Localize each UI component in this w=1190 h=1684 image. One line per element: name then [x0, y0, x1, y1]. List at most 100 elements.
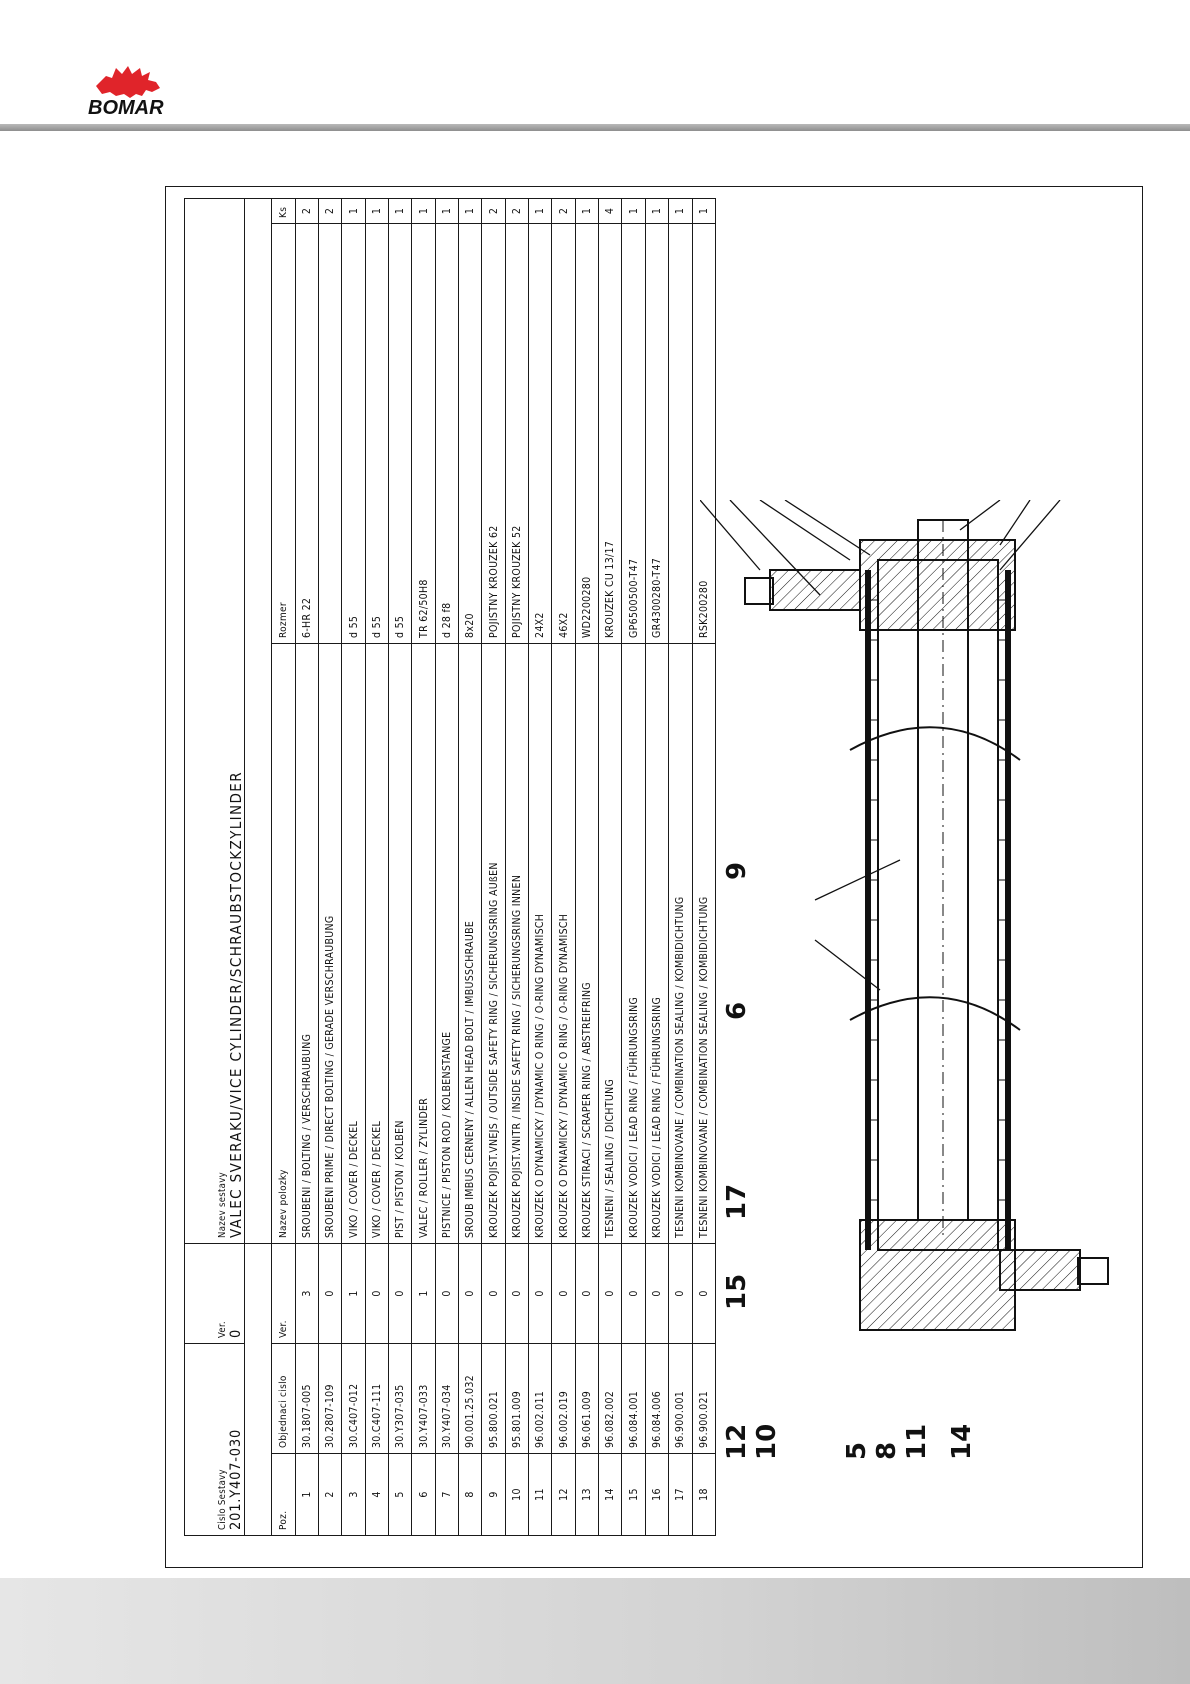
cell-name: SROUBENI PRIME / DIRECT BOLTING / GERADE…	[318, 643, 342, 1244]
cell-order: 90.001.25.032	[458, 1343, 482, 1454]
assembly-ver-label: Ver.	[216, 1321, 228, 1338]
callout-5: 5	[842, 1442, 872, 1460]
cell-pos: 14	[598, 1453, 622, 1536]
cell-order: 96.061.009	[575, 1343, 599, 1454]
cell-pos: 13	[575, 1453, 599, 1536]
assembly-name: VALEC SVERAKU/VICE CYLINDER/SCHRAUBSTOCK…	[226, 770, 245, 1238]
cell-size: TR 62/50H8	[411, 223, 436, 644]
cell-ver: 1	[411, 1243, 436, 1344]
callout-9: 9	[722, 862, 752, 880]
callout-15: 15	[722, 1274, 752, 1310]
cell-size	[318, 223, 342, 644]
cell-size: GP6500500-T47	[621, 223, 646, 644]
cell-name: SROUB IMBUS CERNENY / ALLEN HEAD BOLT / …	[458, 643, 482, 1244]
cell-qty: 1	[411, 198, 436, 224]
cell-name: KROUZEK POJIST.VNITR / INSIDE SAFETY RIN…	[505, 643, 529, 1244]
cell-qty: 1	[341, 198, 366, 224]
cell-order: 30.Y407-034	[435, 1343, 459, 1454]
cell-ver: 0	[365, 1243, 389, 1344]
cell-qty: 2	[318, 198, 342, 224]
cell-qty: 4	[598, 198, 622, 224]
cell-name: VIKO / COVER / DECKEL	[341, 643, 366, 1244]
callout-11: 11	[902, 1424, 932, 1460]
cell-size: POJISTNY KROUZEK 52	[505, 223, 529, 644]
col-pos: Poz.	[271, 1453, 296, 1536]
cell-qty: 2	[295, 198, 319, 224]
cell-ver: 0	[528, 1243, 552, 1344]
cell-qty: 1	[388, 198, 412, 224]
cell-qty: 1	[435, 198, 459, 224]
cell-ver: 3	[295, 1243, 319, 1344]
cell-name: TESNENI / SEALING / DICHTUNG	[598, 643, 622, 1244]
cell-pos: 8	[458, 1453, 482, 1536]
cell-size: d 55	[341, 223, 366, 644]
callout-10: 10	[752, 1424, 782, 1460]
callout-6: 6	[722, 1002, 752, 1020]
cell-ver: 0	[388, 1243, 412, 1344]
cell-ver: 0	[645, 1243, 669, 1344]
assembly-number-label: Cislo Sestavy	[216, 1469, 228, 1530]
drawing-sheet-frame	[165, 186, 1143, 1568]
cell-pos: 12	[551, 1453, 576, 1536]
cell-name: KROUZEK VODICI / LEAD RING / FÜHRUNGSRIN…	[621, 643, 646, 1244]
cell-ver: 0	[458, 1243, 482, 1344]
cell-ver: 0	[668, 1243, 692, 1344]
cell-pos: 10	[505, 1453, 529, 1536]
cell-name: KROUZEK O DYNAMICKY / DYNAMIC O RING / O…	[551, 643, 576, 1244]
cell-order: 30.1807-005	[295, 1343, 319, 1454]
cell-name: TESNENI KOMBINOVANE / COMBINATION SEALIN…	[668, 643, 692, 1244]
cell-pos: 16	[645, 1453, 669, 1536]
cell-name: KROUZEK VODICI / LEAD RING / FÜHRUNGSRIN…	[645, 643, 669, 1244]
cell-name: KROUZEK O DYNAMICKY / DYNAMIC O RING / O…	[528, 643, 552, 1244]
cell-order: 96.084.006	[645, 1343, 669, 1454]
col-order: Objednaci cislo	[271, 1343, 296, 1454]
cell-ver: 0	[481, 1243, 506, 1344]
cell-pos: 3	[341, 1453, 366, 1536]
cell-ver: 0	[435, 1243, 459, 1344]
cell-pos: 4	[365, 1453, 389, 1536]
cylinder-section-drawing: 2 14 3 18 7 13 16 9 6 17 15 12 10 5 8 11…	[700, 500, 1109, 1460]
cell-size: KROUZEK CU 13/17	[598, 223, 622, 644]
cell-size: d 28 f8	[435, 223, 459, 644]
cell-pos: 9	[481, 1453, 506, 1536]
logo-text: BOMAR	[88, 97, 164, 119]
assembly-number: 201.Y407-030	[227, 1428, 244, 1530]
cell-name: PIST / PISTON / KOLBEN	[388, 643, 412, 1244]
callout-12: 12	[722, 1424, 752, 1460]
cell-name: PISTNICE / PISTON ROD / KOLBENSTANGE	[435, 643, 459, 1244]
cell-pos: 17	[668, 1453, 692, 1536]
cell-order: 30.C407-111	[365, 1343, 389, 1454]
cell-order: 96.084.001	[621, 1343, 646, 1454]
cell-size: POJISTNY KROUZEK 62	[481, 223, 506, 644]
parts-list-table: Cislo Sestavy 201.Y407-030 Ver. 0 Nazev …	[184, 198, 716, 1536]
cell-ver: 0	[598, 1243, 622, 1344]
cell-size: 8x20	[458, 223, 482, 644]
cell-size	[668, 223, 692, 644]
cell-ver: 0	[505, 1243, 529, 1344]
cell-order: 30.Y407-033	[411, 1343, 436, 1454]
cell-qty: 2	[505, 198, 529, 224]
cell-pos: 7	[435, 1453, 459, 1536]
cell-order: 96.900.001	[668, 1343, 692, 1454]
col-ver: Ver.	[271, 1243, 296, 1344]
cell-pos: 11	[528, 1453, 552, 1536]
cell-order: 96.002.011	[528, 1343, 552, 1454]
cell-order: 30.Y307-035	[388, 1343, 412, 1454]
cell-qty: 1	[575, 198, 599, 224]
cell-order: 95.801.009	[505, 1343, 529, 1454]
cell-qty: 1	[645, 198, 669, 224]
cell-qty: 1	[458, 198, 482, 224]
cell-name: SROUBENI / BOLTING / VERSCHRAUBUNG	[295, 643, 319, 1244]
